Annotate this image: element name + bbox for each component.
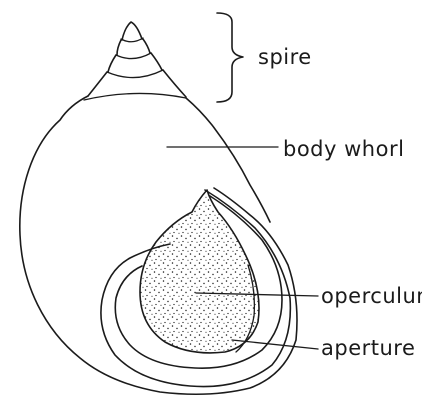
spire-bracket (217, 13, 243, 102)
operculum-label: operculum (321, 284, 422, 308)
spire-drawing (84, 22, 186, 100)
body-whorl-label: body whorl (283, 137, 404, 161)
operculum-drawing (140, 190, 259, 353)
aperture-leader-line (232, 340, 318, 349)
spire-label: spire (258, 45, 312, 69)
aperture-label: aperture (321, 336, 415, 360)
